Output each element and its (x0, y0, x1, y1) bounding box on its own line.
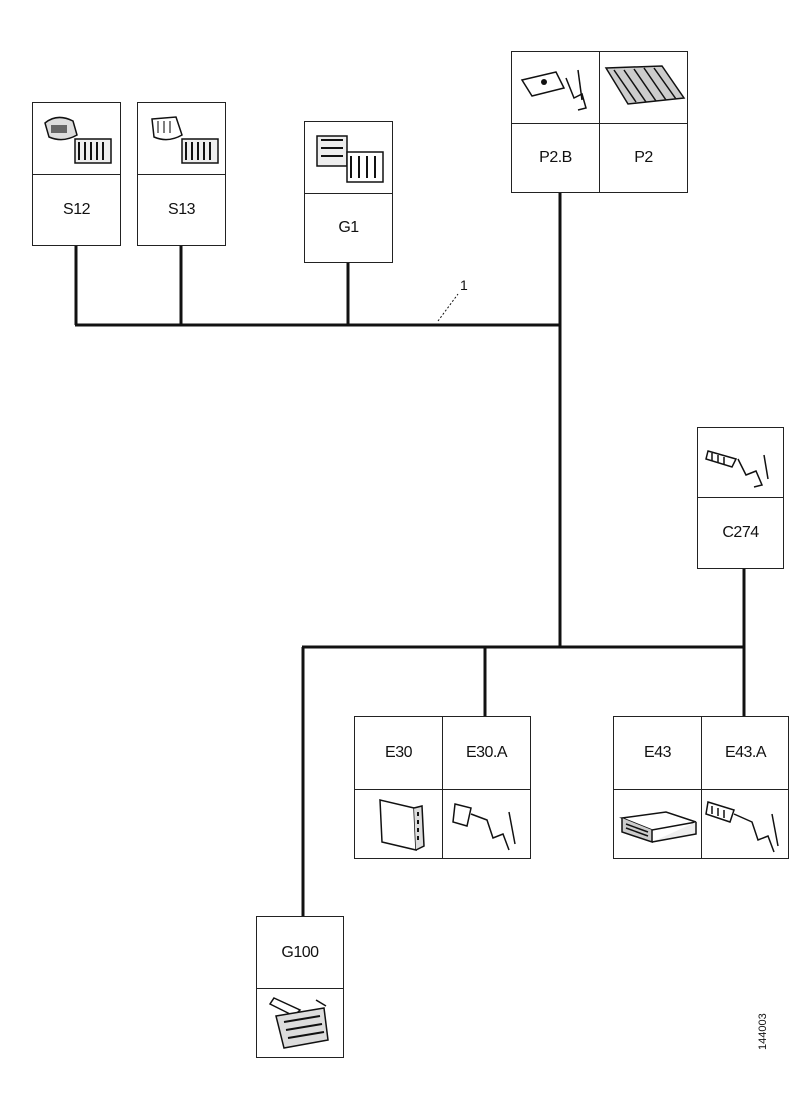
connector-plug-icon (257, 988, 343, 1057)
connector-label-e30: E30 (385, 744, 412, 761)
terminal-pin-icon (443, 789, 530, 858)
connector-label-s12: S12 (63, 201, 90, 218)
control-unit-icon (614, 789, 701, 858)
connector-block-icon (305, 122, 392, 194)
connector-e30-group[interactable]: E30 E30.A (354, 716, 531, 859)
connector-strip-icon (600, 52, 687, 124)
connector-s12[interactable]: S12 (32, 102, 121, 246)
connector-label-p2: P2 (634, 149, 653, 166)
connector-label-s13: S13 (168, 201, 195, 218)
connector-label-e43: E43 (644, 744, 671, 761)
connector-label-g100: G100 (281, 943, 319, 961)
connector-label-e43a: E43.A (724, 744, 767, 761)
connector-housing-icon (33, 103, 120, 175)
connector-c274[interactable]: C274 (697, 427, 784, 569)
figure-id: 144003 (757, 1013, 769, 1050)
ecu-module-icon (355, 789, 442, 858)
cell-divider (701, 717, 702, 858)
wire-label: 1 (460, 277, 468, 293)
terminal-pin-icon (512, 52, 599, 124)
terminal-pin-icon (702, 789, 789, 858)
connector-label-e30a: E30.A (465, 744, 508, 761)
cell-divider (442, 717, 443, 858)
connector-label-g1: G1 (338, 219, 359, 236)
connector-e43-group[interactable]: E43 E43.A (613, 716, 789, 859)
connector-g1[interactable]: G1 (304, 121, 393, 263)
connector-label-p2b: P2.B (539, 149, 572, 166)
connector-p2-group[interactable]: P2.B P2 (511, 51, 688, 193)
connector-label-c274: C274 (722, 524, 759, 541)
connector-g100[interactable]: G100 (256, 916, 344, 1058)
terminal-pin-icon (698, 428, 783, 498)
connector-s13[interactable]: S13 (137, 102, 226, 246)
connector-housing-icon (138, 103, 225, 175)
wire-label-leader (437, 293, 459, 322)
cell-divider (599, 52, 600, 192)
